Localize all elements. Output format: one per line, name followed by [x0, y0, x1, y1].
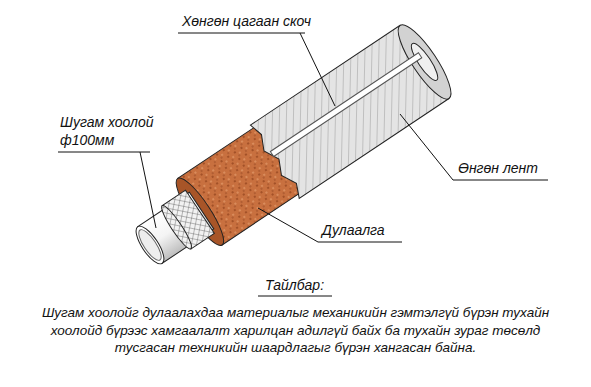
- part-label: Шугам хоолой: [60, 114, 153, 130]
- note-text: Шугам хоолойг дулаалахдаа материалыг мех…: [28, 304, 563, 357]
- outer-tape-end: [390, 19, 459, 106]
- heading-underline: [258, 296, 332, 297]
- leader-line: [400, 114, 453, 180]
- label-underline: [58, 152, 150, 153]
- leader-line: [258, 208, 318, 242]
- label-underline: [318, 242, 402, 243]
- aluminium-tape-strip: [270, 53, 421, 157]
- label-underline: [178, 33, 305, 34]
- part-label: Өнгөн лент: [458, 160, 538, 176]
- leader-line: [300, 33, 335, 106]
- mesh-edge: [158, 203, 195, 252]
- outer-tape: [248, 25, 449, 200]
- part-label: Дулаалга: [322, 222, 385, 238]
- pipe-open-end: [131, 222, 169, 267]
- part-label: Хөнгөн цагаан скоч: [182, 13, 311, 29]
- note-heading: Тайлбар:: [265, 277, 324, 293]
- dimension-label: ф100мм: [60, 132, 114, 148]
- label-underline: [453, 180, 548, 181]
- pipe-bore: [135, 227, 165, 264]
- leader-line: [140, 152, 156, 228]
